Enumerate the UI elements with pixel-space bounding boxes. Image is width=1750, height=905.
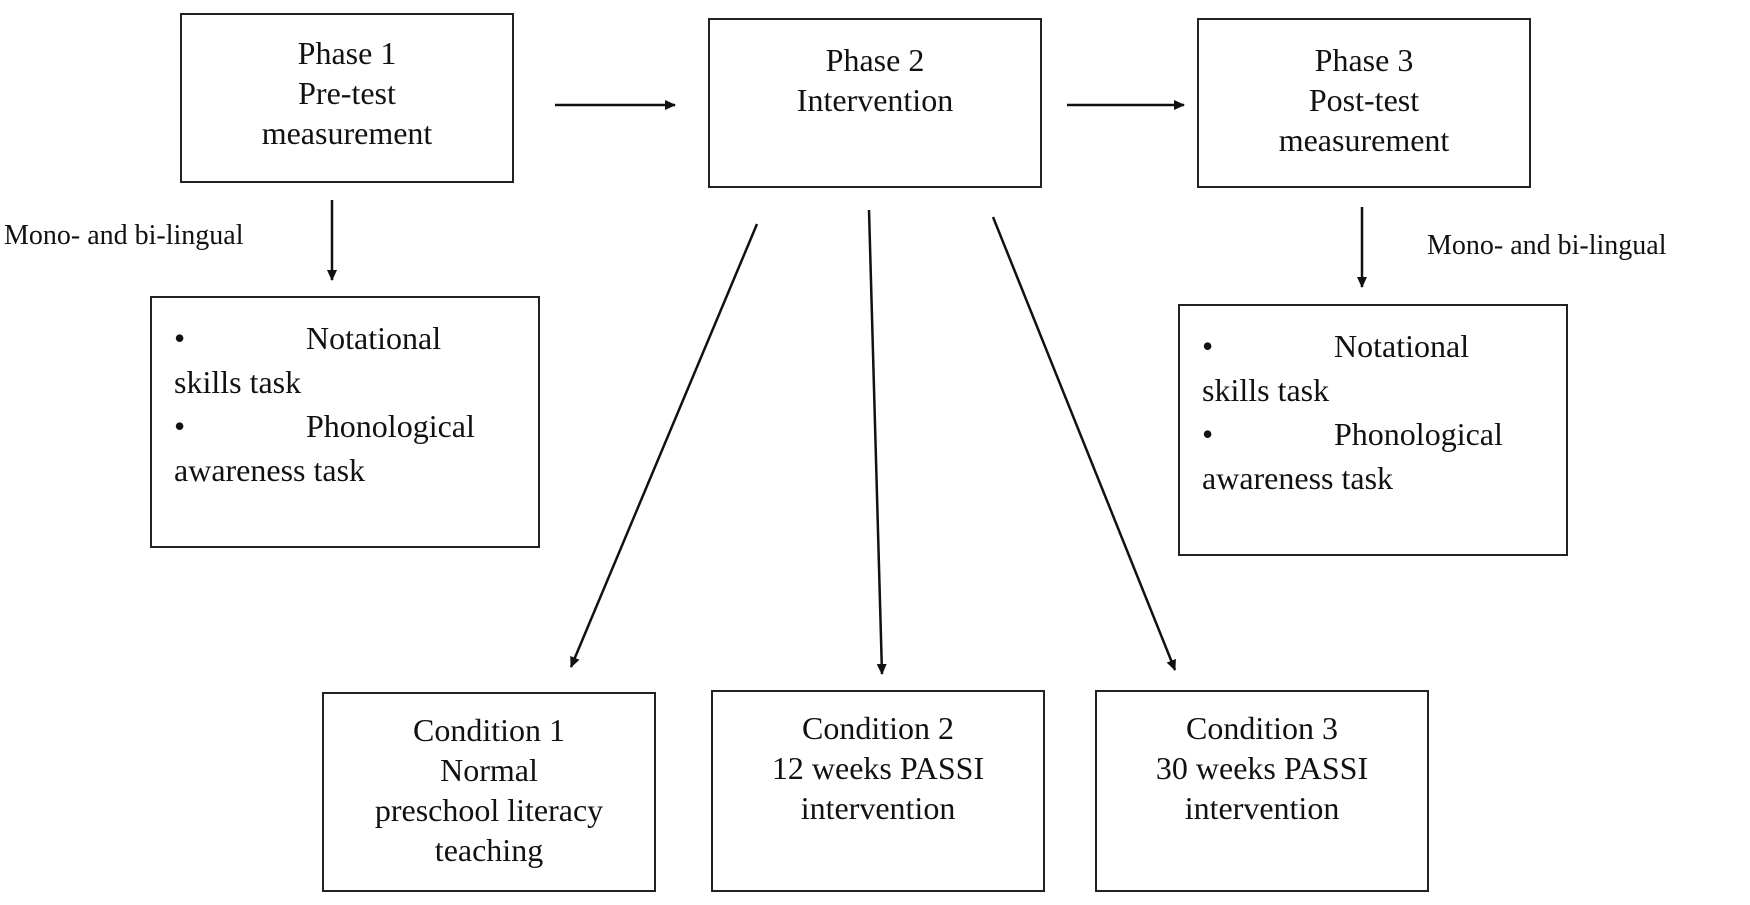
bullet: • bbox=[174, 408, 186, 444]
condition-3-title: Condition 3 bbox=[1185, 710, 1338, 746]
condition-1-line-2: Normal bbox=[440, 752, 538, 788]
phase-3-title: Phase 3 bbox=[1314, 42, 1414, 78]
left-side-label: Mono- and bi-lingual bbox=[4, 220, 244, 251]
task-rest: skills task bbox=[174, 364, 302, 400]
phase-2-box: Phase 2 Intervention bbox=[708, 18, 1042, 188]
condition-2-line-2: 12 weeks PASSI bbox=[771, 750, 985, 786]
condition-1-box: Condition 1 Normal preschool literacy te… bbox=[322, 692, 656, 892]
pre-task-notational: • Notational skills task bbox=[174, 316, 516, 404]
task-rest: skills task bbox=[1202, 372, 1330, 408]
condition-3-line-3: intervention bbox=[1184, 790, 1340, 826]
phase-2-title: Phase 2 bbox=[825, 42, 925, 78]
condition-2-line-3: intervention bbox=[800, 790, 956, 826]
condition-1-line-4: teaching bbox=[434, 832, 544, 868]
arrow-phase2-to-condition2 bbox=[867, 209, 887, 675]
task-rest: awareness task bbox=[174, 452, 366, 488]
task-first-word: Notational bbox=[1334, 328, 1470, 364]
pre-task-phonological: • Phonological awareness task bbox=[174, 404, 516, 492]
phase-2-subtitle: Intervention bbox=[796, 82, 954, 118]
task-rest: awareness task bbox=[1202, 460, 1394, 496]
condition-1-line-3: preschool literacy bbox=[374, 792, 604, 828]
phase-3-box: Phase 3 Post-test measurement bbox=[1197, 18, 1531, 188]
arrow-phase2-to-condition1 bbox=[569, 223, 759, 668]
task-first-word: Notational bbox=[306, 320, 442, 356]
post-test-tasks-box: • Notational skills task • Phonological … bbox=[1178, 304, 1568, 556]
phase-1-subtitle-2: measurement bbox=[261, 115, 433, 151]
arrow-phase2-to-condition3 bbox=[991, 216, 1177, 671]
pre-test-tasks-box: • Notational skills task • Phonological … bbox=[150, 296, 540, 548]
phase-3-subtitle: Post-test bbox=[1308, 82, 1420, 118]
right-side-label: Mono- and bi-lingual bbox=[1427, 230, 1667, 261]
bullet: • bbox=[1202, 328, 1214, 364]
condition-2-box: Condition 2 12 weeks PASSI intervention bbox=[711, 690, 1045, 892]
bullet: • bbox=[1202, 416, 1214, 452]
condition-2-title: Condition 2 bbox=[801, 710, 954, 746]
phase-3-subtitle-2: measurement bbox=[1278, 122, 1450, 158]
condition-1-title: Condition 1 bbox=[412, 712, 565, 748]
post-task-notational: • Notational skills task bbox=[1202, 324, 1544, 412]
phase-1-title: Phase 1 bbox=[297, 35, 397, 71]
task-first-word: Phonological bbox=[306, 408, 475, 444]
phase-1-box: Phase 1 Pre-test measurement bbox=[180, 13, 514, 183]
bullet: • bbox=[174, 320, 186, 356]
phase-1-subtitle: Pre-test bbox=[298, 75, 396, 111]
task-first-word: Phonological bbox=[1334, 416, 1503, 452]
condition-3-box: Condition 3 30 weeks PASSI intervention bbox=[1095, 690, 1429, 892]
condition-3-line-2: 30 weeks PASSI bbox=[1155, 750, 1369, 786]
post-task-phonological: • Phonological awareness task bbox=[1202, 412, 1544, 500]
